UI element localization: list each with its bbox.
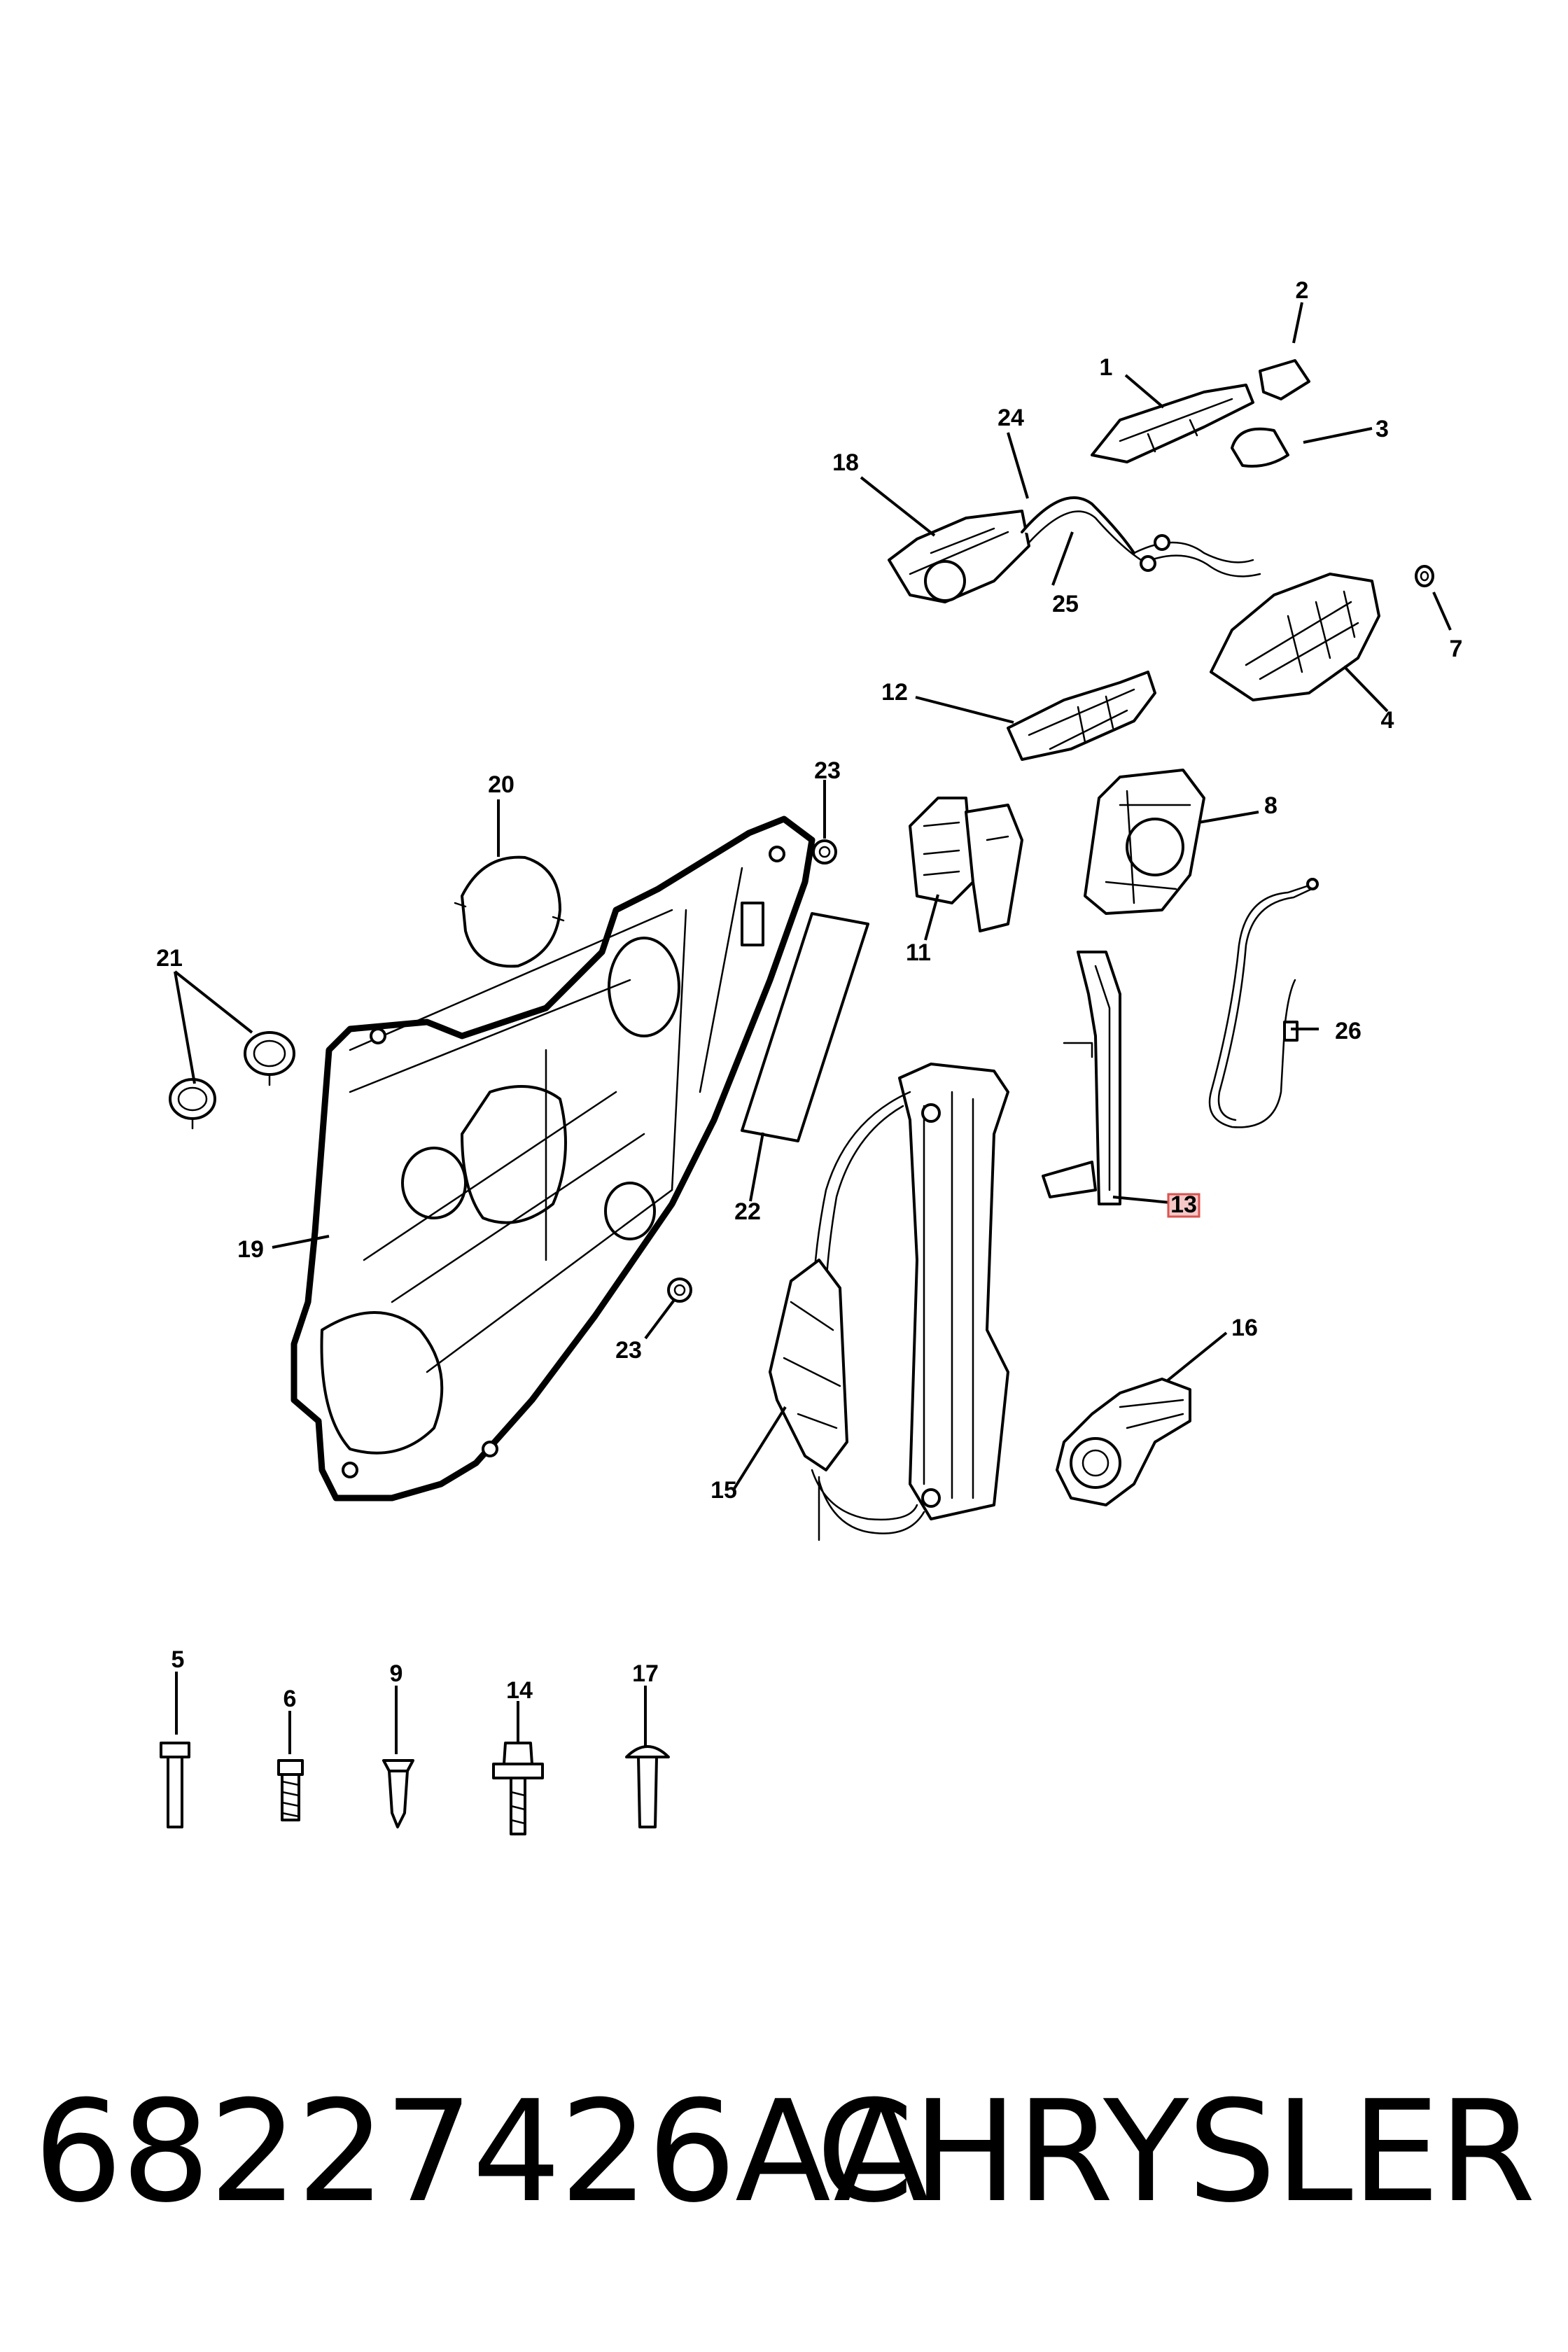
callout-11: 11 [906, 939, 931, 966]
part-latch-linkage [909, 797, 1023, 932]
callout-7: 7 [1450, 636, 1463, 662]
callout-6: 6 [284, 1686, 297, 1712]
callout-18: 18 [832, 449, 859, 476]
brand-name: CHRYSLER [816, 2071, 1536, 2234]
part-cable [1208, 878, 1319, 1128]
callout-1: 1 [1100, 354, 1113, 381]
callout-9: 9 [390, 1660, 403, 1687]
part-pushpin-17 [625, 1745, 670, 1828]
callout-13: 13 [1170, 1191, 1197, 1218]
callout-8: 8 [1264, 792, 1278, 819]
part-screw-6 [277, 1759, 304, 1821]
leader-lines [174, 302, 1452, 1754]
callout-22: 22 [734, 1198, 761, 1225]
part-number: 68227426AA [34, 2071, 929, 2234]
part-outside-handle [1091, 384, 1254, 463]
part-regulator-motor [1056, 1378, 1191, 1506]
callout-24: 24 [997, 405, 1024, 431]
callout-25: 25 [1052, 591, 1079, 617]
part-gasket [1231, 427, 1289, 468]
callout-5: 5 [172, 1646, 185, 1673]
callout-12: 12 [881, 679, 908, 706]
callout-14: 14 [506, 1677, 533, 1704]
part-speaker-cover [454, 855, 565, 968]
callout-16: 16 [1231, 1315, 1258, 1341]
part-door-latch [1084, 769, 1205, 915]
part-grommet [1415, 565, 1434, 587]
callout-26: 26 [1335, 1018, 1362, 1044]
part-glass-channel [1042, 951, 1121, 1205]
callout-3: 3 [1376, 416, 1389, 442]
part-bolt-5 [160, 1742, 190, 1828]
callout-23-upper: 23 [814, 757, 841, 784]
callout-4: 4 [1381, 707, 1394, 734]
callout-20: 20 [488, 771, 514, 798]
callout-13-highlight [1167, 1193, 1200, 1218]
part-door-inner-panel [290, 816, 816, 1502]
callout-21: 21 [156, 945, 183, 972]
part-pushpin-9 [382, 1759, 414, 1828]
callout-15: 15 [710, 1477, 737, 1504]
part-handle-cap [1259, 359, 1310, 400]
part-window-glass [741, 912, 869, 1142]
part-bolt-14 [492, 1742, 544, 1835]
part-clip-lower [667, 1278, 692, 1303]
part-clip-upper [812, 839, 837, 864]
part-bracket [1007, 671, 1156, 761]
callout-23-lower: 23 [615, 1337, 642, 1364]
callout-19: 19 [237, 1236, 264, 1263]
part-latch-housing [1210, 573, 1380, 701]
callout-17: 17 [632, 1660, 659, 1687]
callout-2: 2 [1296, 277, 1309, 304]
part-window-regulator [769, 1063, 1009, 1541]
part-handle-bracket-cables [888, 496, 1261, 603]
part-plugs [169, 1031, 295, 1130]
